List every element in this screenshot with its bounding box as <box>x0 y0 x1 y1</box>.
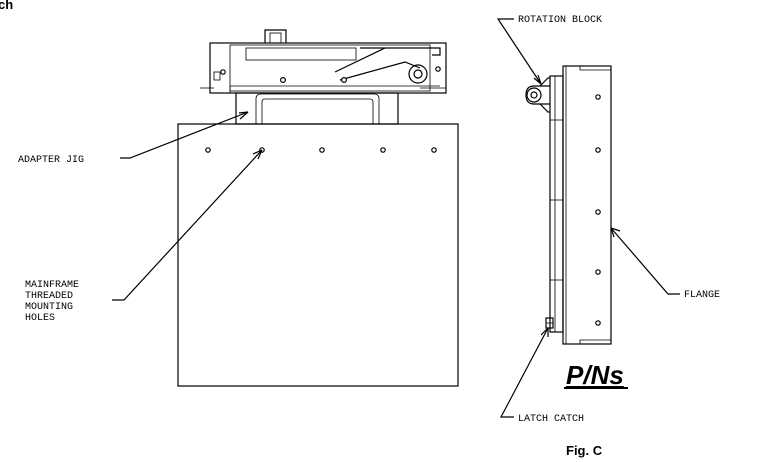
mainframe-hole <box>205 147 211 153</box>
latch-catch-part <box>545 317 554 329</box>
mainframe-hole <box>380 147 386 153</box>
rotation-block-label: ROTATION BLOCK <box>518 15 602 26</box>
rotation-block-leader <box>496 18 542 85</box>
flange-leader <box>610 227 680 295</box>
flange-label: FLANGE <box>684 290 720 301</box>
rotation-block-front <box>200 29 447 94</box>
adapter-jig-leader <box>120 111 249 159</box>
figure-caption: Fig. C <box>566 443 603 458</box>
mainframe-label: MAINFRAME THREADED MOUNTING HOLES <box>25 280 85 324</box>
rotation-block-side <box>525 77 550 113</box>
mainframe-hole <box>431 147 437 153</box>
flange-body <box>562 65 612 345</box>
side-view <box>525 65 612 345</box>
mainframe-leader <box>112 149 263 301</box>
mainframe-holes <box>205 147 437 153</box>
front-view: ADAPTER JIG MAINFRAME THREADED MOUNTING … <box>18 29 459 387</box>
adapter-jig <box>235 92 399 125</box>
mainframe-hole <box>319 147 325 153</box>
corner-fragment-text: ch <box>0 0 13 12</box>
adapter-jig-label: ADAPTER JIG <box>18 155 84 166</box>
latch-catch-label: LATCH CATCH <box>518 414 584 425</box>
part-numbers-title: P/Ns <box>566 360 624 390</box>
mainframe-plate <box>177 123 459 387</box>
latch-catch-leader <box>500 327 549 418</box>
